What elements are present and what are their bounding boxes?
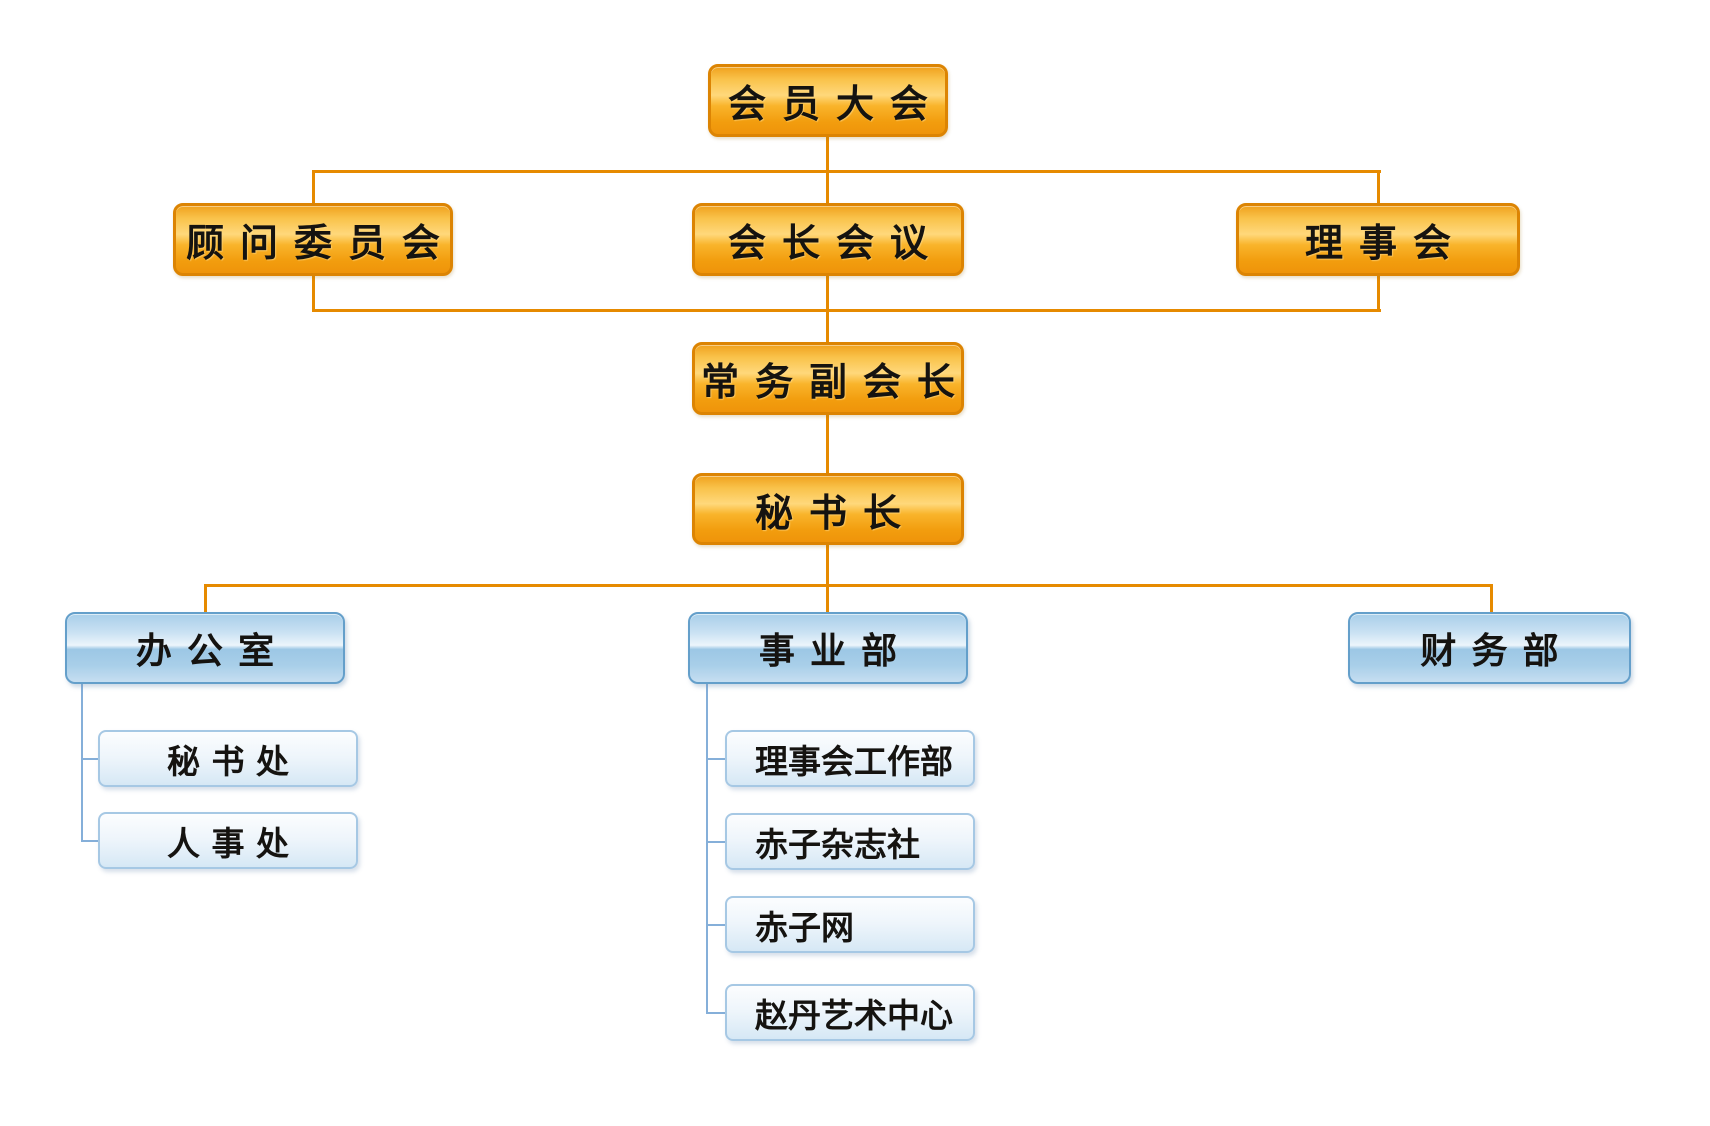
node-presidents-meeting: 会长会议 xyxy=(692,203,964,276)
node-finance-department: 财务部 xyxy=(1348,612,1631,684)
connector-office-drop xyxy=(204,584,207,612)
connector-meeting-to-vice xyxy=(826,276,829,342)
connector-office-stub-1 xyxy=(81,758,98,760)
node-board-of-directors: 理事会 xyxy=(1236,203,1520,276)
node-executive-vice-president: 常务副会长 xyxy=(692,342,964,415)
connector-board-drop xyxy=(1377,170,1380,203)
connector-level2-top-bus xyxy=(313,170,1381,173)
node-office-department: 办公室 xyxy=(65,612,345,684)
node-secretary-general: 秘书长 xyxy=(692,473,964,545)
connector-advisory-drop xyxy=(312,170,315,203)
node-chizi-net: 赤子网 xyxy=(725,896,975,953)
connector-business-stub-1 xyxy=(706,758,725,760)
connector-board-down xyxy=(1377,276,1380,312)
connector-departments-bus xyxy=(204,584,1493,587)
node-members-assembly: 会员大会 xyxy=(708,64,948,137)
node-chizi-magazine: 赤子杂志社 xyxy=(725,813,975,870)
connector-office-stub-2 xyxy=(81,840,98,842)
node-secretariat-office: 秘书处 xyxy=(98,730,358,787)
connector-business-stub-4 xyxy=(706,1012,725,1014)
node-advisory-committee: 顾问委员会 xyxy=(173,203,453,276)
connector-office-stem xyxy=(81,684,83,842)
connector-finance-drop xyxy=(1490,584,1493,612)
connector-business-stem xyxy=(706,684,708,1014)
connector-vice-to-secretary xyxy=(826,415,829,473)
connector-business-stub-3 xyxy=(706,924,725,926)
node-business-department: 事业部 xyxy=(688,612,968,684)
connector-advisory-down xyxy=(312,276,315,312)
connector-level2-bottom-bus xyxy=(313,309,1381,312)
node-board-working-dept: 理事会工作部 xyxy=(725,730,975,787)
node-zhaodan-art-center: 赵丹艺术中心 xyxy=(725,984,975,1041)
connector-secretary-drop xyxy=(826,545,829,612)
node-personnel-office: 人事处 xyxy=(98,812,358,869)
connector-business-stub-2 xyxy=(706,841,725,843)
